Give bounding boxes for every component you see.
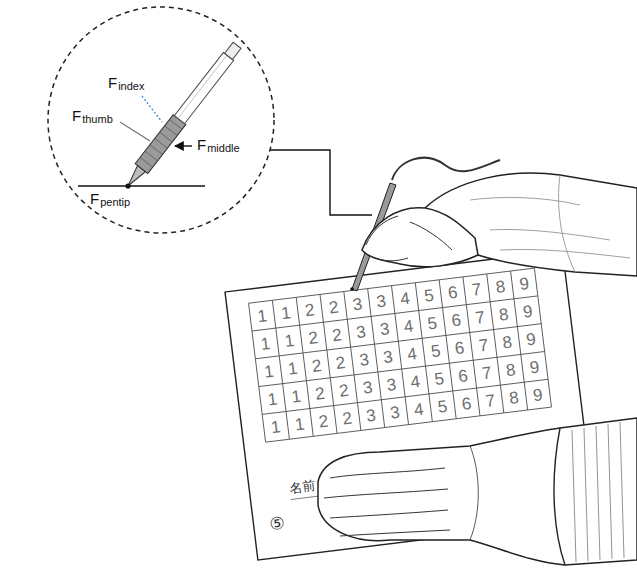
force-subscript: middle xyxy=(207,143,239,154)
grid-digit: 1 xyxy=(286,409,313,440)
knuckle-line xyxy=(470,446,478,540)
grid-digit: 6 xyxy=(446,332,473,363)
grid-digit: 4 xyxy=(402,366,429,397)
grip-sensors xyxy=(140,119,182,167)
grid-digit: 2 xyxy=(296,294,323,325)
grid-digit: 2 xyxy=(323,319,350,350)
callout-leader xyxy=(269,150,372,215)
grid-digit: 8 xyxy=(490,299,517,330)
grid-digit: 1 xyxy=(272,297,299,328)
grid-digit: 2 xyxy=(300,322,327,353)
grid-digit: 7 xyxy=(466,302,493,333)
force-subscript: index xyxy=(118,81,144,92)
grid-digit: 4 xyxy=(398,338,425,369)
grid-digit: 8 xyxy=(497,354,524,385)
force-symbol: F xyxy=(72,108,81,123)
grid-digit: 1 xyxy=(276,325,303,356)
grid-digit: 3 xyxy=(357,400,384,431)
pentip-dot xyxy=(125,183,130,188)
grid-digit: 1 xyxy=(259,384,286,415)
grid-digit: 2 xyxy=(320,292,347,323)
writing-hand xyxy=(350,158,637,291)
grid-digit: 9 xyxy=(511,268,538,299)
pen-tip xyxy=(350,287,354,291)
callout-circle xyxy=(48,7,274,233)
force-subscript: pentip xyxy=(100,197,130,208)
grid-digit: 8 xyxy=(494,327,521,358)
grid-digit: 9 xyxy=(517,324,544,355)
grid-digit: 1 xyxy=(279,353,306,384)
grid-digit: 3 xyxy=(381,397,408,428)
grid-digit: 1 xyxy=(252,328,279,359)
pen-cable xyxy=(392,158,500,180)
grid-digit: 7 xyxy=(470,330,497,361)
grid-digit: 5 xyxy=(422,335,449,366)
thumb-leader xyxy=(120,122,150,141)
cuff-ribbing xyxy=(572,422,624,562)
hand-outline xyxy=(318,418,637,565)
grid-digit: 2 xyxy=(306,378,333,409)
grid-digit: 1 xyxy=(255,356,282,387)
grid-digit: 3 xyxy=(354,372,381,403)
grid-digit: 7 xyxy=(463,274,490,305)
pen-end xyxy=(225,42,241,59)
sleeve-cuff xyxy=(554,428,565,565)
force-symbol: F xyxy=(197,137,206,152)
worksheet-text: 名前⑤1122334567891122334567891122334567891… xyxy=(225,251,595,560)
grid-digit: 6 xyxy=(439,277,466,308)
grid-digit: 6 xyxy=(453,388,480,419)
pen-body xyxy=(174,52,233,123)
sheet-number: ⑤ xyxy=(269,514,286,533)
writing-surface xyxy=(78,185,205,186)
index-leader xyxy=(142,96,162,122)
grid-digit: 3 xyxy=(347,316,374,347)
grid-digit: 5 xyxy=(419,308,446,339)
finger-lines xyxy=(366,216,452,261)
grid-digit: 5 xyxy=(415,280,442,311)
pen-detail xyxy=(122,40,244,190)
grid-digit: 4 xyxy=(395,311,422,342)
grid-digit: 5 xyxy=(429,391,456,422)
force-subscript: thumb xyxy=(82,114,113,125)
grid-lines xyxy=(249,268,552,442)
pen-grip xyxy=(135,115,186,174)
grid-digit: 2 xyxy=(334,403,361,434)
grid-digit: 7 xyxy=(473,357,500,388)
grid-digit: 4 xyxy=(391,283,418,314)
grid-digit: 1 xyxy=(249,300,276,331)
grid-digit: 3 xyxy=(374,341,401,372)
grid-digit: 6 xyxy=(443,305,470,336)
force-symbol: F xyxy=(90,191,99,206)
grid-digit: 1 xyxy=(262,411,289,442)
grid-digit: 4 xyxy=(405,394,432,425)
grid-digit: 9 xyxy=(521,351,548,382)
grid-digit: 8 xyxy=(487,271,514,302)
finger-lines xyxy=(324,468,450,536)
grid-digit: 2 xyxy=(330,375,357,406)
grid-digit: 9 xyxy=(514,296,541,327)
middle-arrow xyxy=(175,145,192,146)
left-hand xyxy=(318,418,637,565)
grid-digit: 2 xyxy=(303,350,330,381)
grid-digit: 9 xyxy=(524,379,551,410)
grid-digit: 3 xyxy=(371,313,398,344)
name-field-label: 名前 xyxy=(289,478,316,494)
grid-digit: 3 xyxy=(351,344,378,375)
grid-digit: 3 xyxy=(378,369,405,400)
grid-digit: 2 xyxy=(327,347,354,378)
grid-digit: 2 xyxy=(310,406,337,437)
grid-digit: 5 xyxy=(426,363,453,394)
grid-digit: 3 xyxy=(344,289,371,320)
force-symbol: F xyxy=(108,75,117,90)
grid-digit: 6 xyxy=(449,360,476,391)
pen-highlight xyxy=(178,55,227,118)
grid-digit: 7 xyxy=(477,385,504,416)
hand-outline xyxy=(362,208,478,267)
sleeve-folds xyxy=(470,175,630,272)
grid-digit: 8 xyxy=(500,382,527,413)
grid-digit: 1 xyxy=(283,381,310,412)
grid-digit: 3 xyxy=(368,286,395,317)
